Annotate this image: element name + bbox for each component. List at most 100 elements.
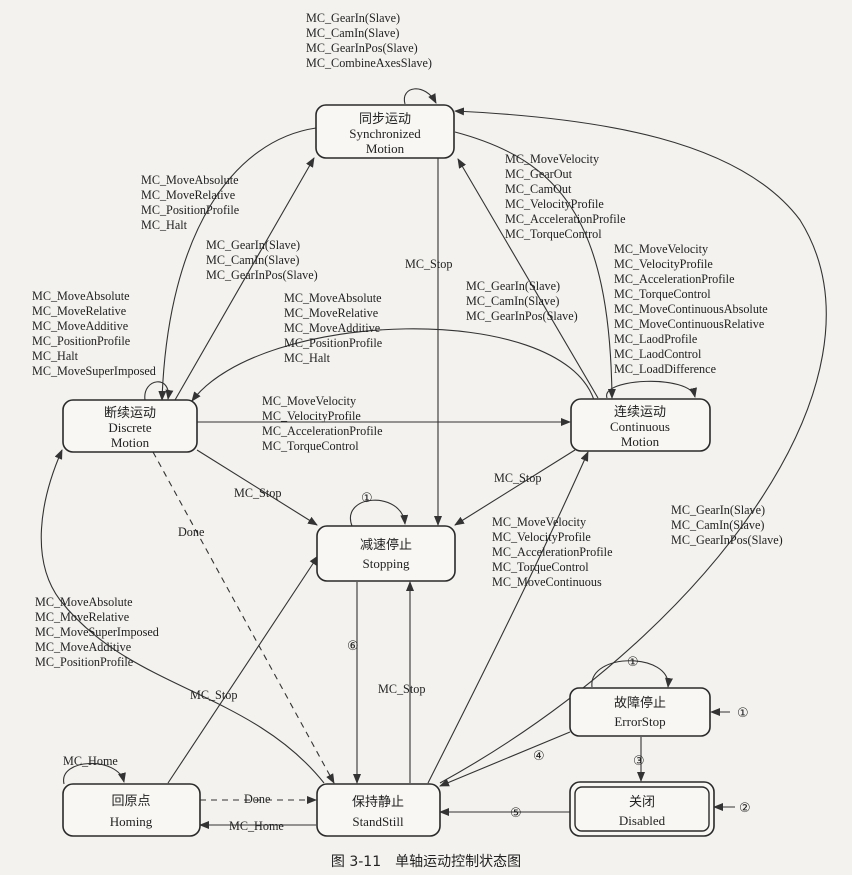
label-line: MC_CombineAxesSlave): [306, 56, 432, 70]
label-line: MC_GearInPos(Slave): [306, 41, 418, 55]
state-continuous-cn: 连续运动: [614, 404, 666, 420]
circle-external-errorstop: ①: [737, 706, 749, 721]
label-line: MC_LaodControl: [614, 347, 702, 361]
state-disabled-en1: Disabled: [619, 813, 666, 828]
label-line: MC_MoveRelative: [35, 610, 129, 624]
label-continuous-stop: MC_Stop: [494, 471, 541, 485]
label-line: MC_GearOut: [505, 167, 573, 181]
label-line: MC_PositionProfile: [141, 203, 239, 217]
label-homing-self: MC_Home: [63, 754, 118, 768]
label-line: MC_CamIn(Slave): [466, 294, 559, 308]
label-line: MC_AccelerationProfile: [505, 212, 625, 226]
edge-continuous-to-sync: [457, 158, 599, 399]
label-line: MC_CamOut: [505, 182, 572, 196]
state-errorstop-cn: 故障停止: [614, 695, 666, 711]
label-line: MC_MoveAdditive: [284, 321, 380, 335]
label-line: MC_MoveSuperImposed: [32, 364, 156, 378]
circle-stopping-to-standstill: ⑥: [347, 639, 359, 654]
label-line: MC_VelocityProfile: [262, 409, 361, 423]
label-line: MC_MoveAbsolute: [141, 173, 239, 187]
state-stopping-cn: 减速停止: [360, 537, 412, 553]
label-line: MC_MoveSuperImposed: [35, 625, 159, 639]
label-line: MC_PositionProfile: [35, 655, 133, 669]
label-line: MC_VelocityProfile: [505, 197, 604, 211]
edge-discrete-to-sync: [174, 157, 315, 401]
label-line: MC_MoveAdditive: [35, 640, 131, 654]
state-discrete: 断续运动 Discrete Motion: [62, 399, 198, 453]
state-sync-en2: Motion: [366, 141, 405, 156]
state-disabled-cn: 关闭: [629, 795, 655, 810]
label-line: MC_CamIn(Slave): [671, 518, 764, 532]
circle-external-disabled: ②: [739, 801, 751, 816]
edge-standstill-to-continuous: [427, 451, 589, 784]
label-line: MC_MoveVelocity: [614, 242, 709, 256]
label-line: MC_GearIn(Slave): [466, 279, 560, 293]
edge-labels: MC_GearIn(Slave)MC_CamIn(Slave)MC_GearIn…: [32, 11, 783, 833]
label-line: MC_Halt: [141, 218, 188, 232]
label-discrete-done: Done: [178, 525, 204, 539]
circle-disabled-standstill: ⑤: [510, 806, 522, 821]
label-line: MC_MoveAbsolute: [35, 595, 133, 609]
label-line: MC_GearIn(Slave): [306, 11, 400, 25]
state-errorstop-en1: ErrorStop: [614, 714, 665, 729]
circle-errorstop-self: ①: [627, 655, 639, 670]
label-standstill-home: MC_Home: [229, 819, 284, 833]
state-homing-cn: 回原点: [111, 794, 150, 809]
label-discrete-to-sync: MC_GearIn(Slave)MC_CamIn(Slave)MC_GearIn…: [206, 238, 318, 282]
label-line: MC_MoveAbsolute: [32, 289, 130, 303]
label-line: MC_GearInPos(Slave): [466, 309, 578, 323]
state-continuous: 连续运动 Continuous Motion: [570, 398, 711, 452]
edge-sync-to-discrete: [158, 127, 317, 401]
state-continuous-en1: Continuous: [610, 419, 670, 434]
label-sync-stop: MC_Stop: [405, 257, 452, 271]
state-synchronized: 同步运动 Synchronized Motion: [315, 104, 455, 159]
state-sync-en1: Synchronized: [349, 126, 421, 141]
edge-stopping-self: [349, 499, 409, 527]
label-line: MC_MoveAdditive: [32, 319, 128, 333]
state-sync-cn: 同步运动: [359, 112, 411, 127]
label-line: MC_MoveRelative: [32, 304, 126, 318]
label-line: MC_LoadDifference: [614, 362, 716, 376]
label-line: MC_AccelerationProfile: [492, 545, 612, 559]
label-line: MC_PositionProfile: [32, 334, 130, 348]
state-stopping-en1: Stopping: [363, 556, 410, 571]
edge-discrete-to-standstill-done: [152, 451, 335, 784]
state-discrete-en2: Motion: [111, 435, 150, 450]
label-line: MC_TorqueControl: [492, 560, 589, 574]
label-line: MC_Halt: [284, 351, 331, 365]
label-line: MC_GearInPos(Slave): [206, 268, 318, 282]
label-line: MC_GearIn(Slave): [206, 238, 300, 252]
label-line: MC_MoveContinuous: [492, 575, 602, 589]
state-disabled: 关闭 Disabled: [569, 781, 715, 837]
label-line: MC_GearInPos(Slave): [671, 533, 783, 547]
state-standstill: 保持静止 StandStill: [316, 783, 441, 837]
edge-homing-self: [63, 762, 126, 785]
label-line: MC_VelocityProfile: [614, 257, 713, 271]
edge-homing-to-stopping: [167, 555, 319, 784]
edges: [40, 88, 827, 829]
label-line: MC_AccelerationProfile: [614, 272, 734, 286]
circle-stopping-self: ①: [361, 491, 373, 506]
state-stopping: 减速停止 Stopping: [316, 525, 456, 582]
state-standstill-en1: StandStill: [352, 814, 404, 829]
label-line: MC_MoveRelative: [284, 306, 378, 320]
edge-continuous-self: [606, 380, 697, 399]
label-standstill-to-sync: MC_GearIn(Slave)MC_CamIn(Slave)MC_GearIn…: [671, 503, 783, 547]
label-line: MC_TorqueControl: [614, 287, 711, 301]
label-standstill-stop: MC_Stop: [378, 682, 425, 696]
label-homing-stop: MC_Stop: [190, 688, 237, 702]
edge-standstill-to-discrete: [40, 449, 325, 784]
label-line: MC_CamIn(Slave): [206, 253, 299, 267]
edge-sync-to-continuous: [454, 131, 616, 399]
label-line: MC_MoveVelocity: [492, 515, 587, 529]
state-standstill-cn: 保持静止: [352, 795, 404, 810]
label-line: MC_Halt: [32, 349, 79, 363]
edge-standstill-to-sync: [439, 107, 827, 784]
label-homing-done: Done: [244, 792, 270, 806]
